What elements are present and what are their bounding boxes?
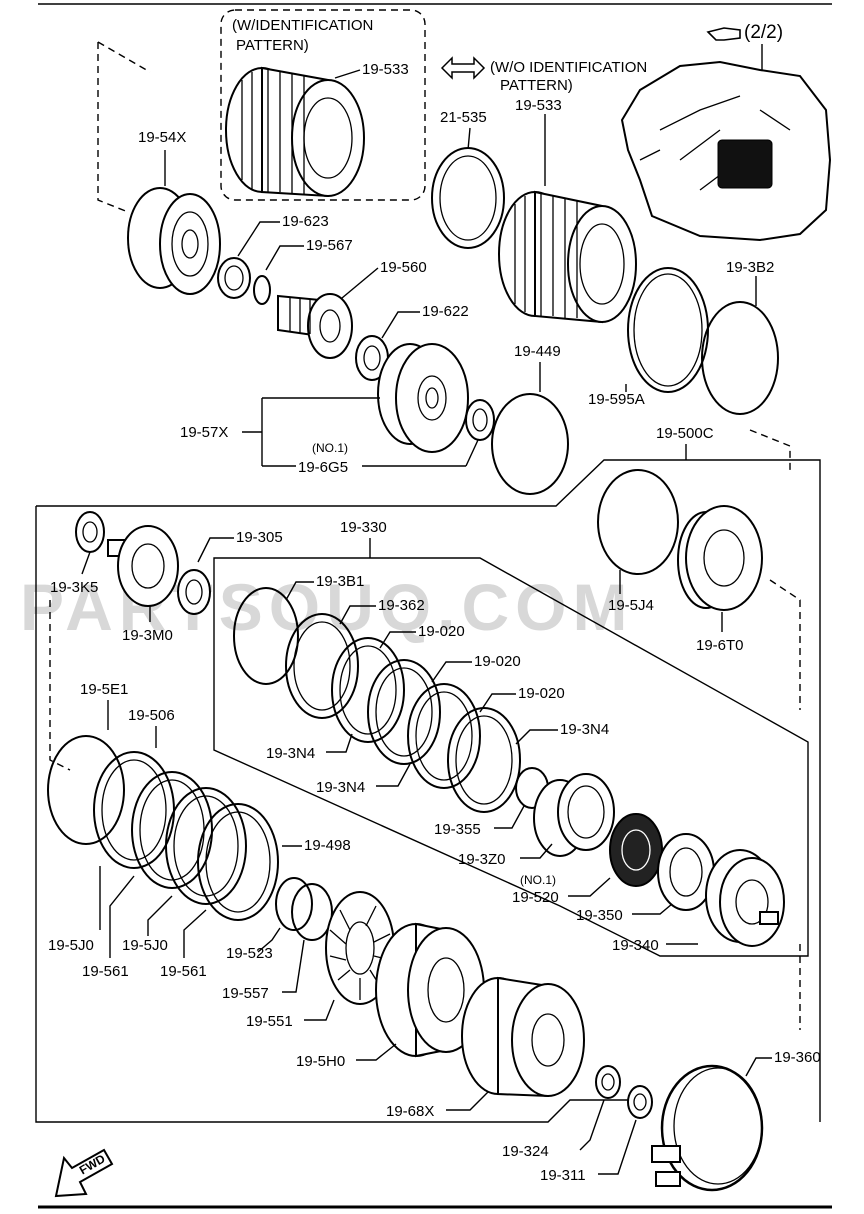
label-19-020-a: 19-020 (418, 623, 465, 640)
label-19-020-c: 19-020 (518, 685, 565, 702)
label-19-449: 19-449 (514, 343, 561, 360)
page-ref: (2/2) (744, 22, 783, 43)
bearing-19-520 (609, 813, 663, 887)
label-21-535: 21-535 (440, 109, 487, 126)
label-19-561-b: 19-561 (160, 963, 207, 980)
label-19-560: 19-560 (380, 259, 427, 276)
washer-19-311 (627, 1085, 653, 1119)
label-19-324: 19-324 (502, 1143, 549, 1160)
snap-ring-19-449 (491, 393, 569, 495)
carrier-19-57X (377, 343, 469, 453)
label-19-506: 19-506 (128, 707, 175, 724)
label-19-68X: 19-68X (386, 1103, 434, 1120)
hand-pointer-icon (706, 27, 741, 41)
forward-arrow-icon (54, 1148, 114, 1198)
piston-19-6T0 (677, 505, 763, 611)
label-19-561-a: 19-561 (82, 963, 129, 980)
clutch-stack-19-506 (93, 751, 279, 921)
label-19-54X: 19-54X (138, 129, 186, 146)
label-19-305: 19-305 (236, 529, 283, 546)
washer-19-324 (595, 1065, 621, 1099)
label-19-623: 19-623 (282, 213, 329, 230)
label-19-557: 19-557 (222, 985, 269, 1002)
label-19-498: 19-498 (304, 837, 351, 854)
brake-band-19-360 (651, 1064, 764, 1192)
drum-19-3Z0 (533, 773, 615, 857)
snap-ring-19-3B2 (701, 301, 779, 415)
equivalence-arrow-icon (440, 56, 486, 80)
snap-ring-19-3B1 (233, 587, 299, 685)
snap-ring-19-523 (275, 877, 313, 931)
label-19-533-b: 19-533 (515, 97, 562, 114)
ring-21-535 (431, 147, 505, 249)
snap-ring-19-567 (253, 275, 271, 305)
snap-ring-19-5J4 (597, 469, 679, 575)
label-19-3K5: 19-3K5 (50, 579, 98, 596)
label-19-5J0-b: 19-5J0 (122, 937, 168, 954)
label-19-551: 19-551 (246, 1013, 293, 1030)
snap-ring-19-5E1 (47, 735, 125, 845)
label-19-6G5: 19-6G5 (298, 459, 348, 476)
label-19-330: 19-330 (340, 519, 387, 536)
label-19-362: 19-362 (378, 597, 425, 614)
label-19-595A: 19-595A (588, 391, 645, 408)
identification-box (220, 9, 426, 201)
seal-19-557 (291, 883, 333, 941)
label-19-3B1: 19-3B1 (316, 573, 364, 590)
label-19-355: 19-355 (434, 821, 481, 838)
plate-19-362 (285, 613, 359, 719)
label-19-3N4-c: 19-3N4 (316, 779, 365, 796)
bearing-19-305 (177, 569, 211, 615)
drum-19-533-with-id (225, 66, 365, 198)
label-19-6T0: 19-6T0 (696, 637, 744, 654)
sun-gear-19-560 (277, 293, 353, 359)
note-with-id-line1: (W/IDENTIFICATION (232, 17, 373, 34)
label-19-3M0: 19-3M0 (122, 627, 173, 644)
seal-19-595A (627, 267, 709, 393)
label-19-5E1: 19-5E1 (80, 681, 128, 698)
label-19-5J0-a: 19-5J0 (48, 937, 94, 954)
gear-19-340 (705, 849, 785, 947)
drum-19-533-without-id (498, 190, 637, 324)
drum-19-68X (461, 976, 585, 1098)
label-19-311: 19-311 (540, 1167, 586, 1184)
label-19-5H0: 19-5H0 (296, 1053, 345, 1070)
label-19-5J4: 19-5J4 (608, 597, 654, 614)
note-no1-a: (NO.1) (312, 441, 348, 455)
label-19-567: 19-567 (306, 237, 353, 254)
ring-gear-19-3M0 (107, 525, 179, 607)
label-19-533-a: 19-533 (362, 61, 409, 78)
washer-19-6G5 (465, 399, 495, 441)
note-without-id-line1: (W/O IDENTIFICATION (490, 59, 647, 76)
label-19-622: 19-622 (422, 303, 469, 320)
note-without-id-line2: PATTERN) (500, 77, 573, 94)
label-19-500C: 19-500C (656, 425, 714, 442)
label-19-3N4-b: 19-3N4 (266, 745, 315, 762)
label-19-350: 19-350 (576, 907, 623, 924)
note-with-id-line2: PATTERN) (236, 37, 309, 54)
planet-carrier-19-54X (127, 187, 221, 295)
label-19-3N4-a: 19-3N4 (560, 721, 609, 738)
label-19-523: 19-523 (226, 945, 273, 962)
label-19-340: 19-340 (612, 937, 659, 954)
washer-19-3K5 (75, 511, 105, 553)
label-19-360: 19-360 (774, 1049, 821, 1066)
label-19-020-b: 19-020 (474, 653, 521, 670)
label-19-3B2: 19-3B2 (726, 259, 774, 276)
note-no1-b: (NO.1) (520, 873, 556, 887)
washer-19-623 (217, 257, 251, 299)
label-19-520: 19-520 (512, 889, 559, 906)
label-19-57X: 19-57X (180, 424, 228, 441)
transmission-case (620, 60, 832, 242)
label-19-3Z0: 19-3Z0 (458, 851, 506, 868)
clutch-plates (331, 637, 521, 813)
